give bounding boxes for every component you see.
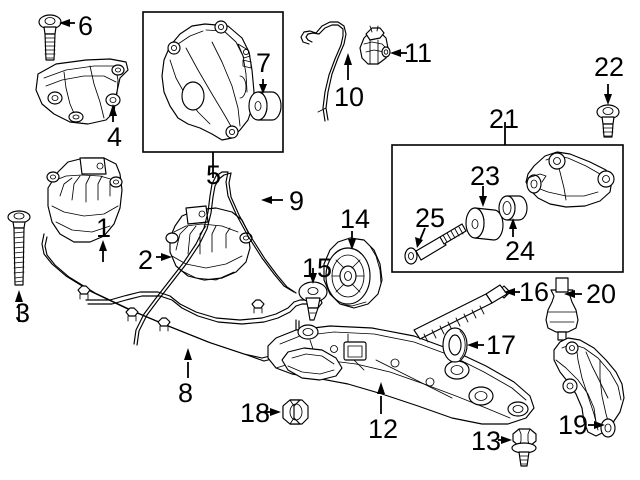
callout-label-8[interactable]: 8 bbox=[178, 378, 194, 408]
part-23-spacer-sleeve bbox=[465, 207, 504, 241]
callout-label-2[interactable]: 2 bbox=[138, 245, 154, 275]
part-11-vacuum-solenoid-valve bbox=[359, 25, 391, 65]
arrowhead-18 bbox=[270, 408, 281, 416]
callout-label-3[interactable]: 3 bbox=[15, 298, 31, 328]
arrowhead-15 bbox=[309, 273, 317, 284]
part-4-support-bracket-left bbox=[35, 58, 129, 125]
callout-label-16[interactable]: 16 bbox=[519, 277, 550, 307]
arrowhead-6 bbox=[59, 19, 70, 27]
part-22-collar-screw bbox=[596, 104, 620, 138]
arrowhead-23 bbox=[479, 196, 487, 207]
part-5-engine-support-bracket bbox=[161, 20, 255, 141]
arrowhead-11 bbox=[390, 49, 401, 57]
part-14-transmission-mount-bushing bbox=[323, 237, 383, 309]
arrowhead-3 bbox=[15, 290, 23, 302]
group-box-21 bbox=[391, 144, 624, 273]
part-19-support-bracket-right bbox=[553, 337, 625, 438]
part-17-washer bbox=[442, 327, 468, 363]
arrowhead-1 bbox=[99, 240, 107, 251]
callout-label-11[interactable]: 11 bbox=[404, 38, 433, 68]
part-21-mount-bracket bbox=[525, 151, 615, 208]
part-7-bushing-spacer bbox=[248, 91, 282, 121]
part-1-engine-mount-left bbox=[46, 157, 123, 243]
part-18-hex-nut bbox=[282, 399, 309, 425]
callout-label-10[interactable]: 10 bbox=[334, 82, 365, 112]
part-25-asa-bolt bbox=[404, 223, 467, 265]
callout-label-6[interactable]: 6 bbox=[78, 11, 94, 41]
arrowhead-2 bbox=[161, 253, 172, 261]
callout-label-23[interactable]: 23 bbox=[470, 161, 501, 191]
callout-label-25[interactable]: 25 bbox=[415, 203, 446, 233]
callout-label-9[interactable]: 9 bbox=[289, 186, 305, 216]
callout-label-5[interactable]: 5 bbox=[206, 160, 222, 190]
part-20-rubber-mount-buffer bbox=[545, 277, 579, 341]
arrowhead-20 bbox=[564, 290, 575, 298]
callout-label-19[interactable]: 19 bbox=[558, 410, 589, 440]
callout-label-7[interactable]: 7 bbox=[256, 48, 272, 78]
callout-label-17[interactable]: 17 bbox=[486, 330, 517, 360]
arrowhead-16 bbox=[504, 288, 515, 296]
arrowhead-14 bbox=[348, 239, 356, 250]
part-15-rubber-stop-buffer bbox=[298, 281, 328, 321]
part-2-engine-mount-right bbox=[165, 205, 253, 281]
part-3-long-bolt bbox=[7, 210, 31, 286]
callout-label-1[interactable]: 1 bbox=[96, 213, 112, 243]
arrowhead-24 bbox=[509, 218, 517, 229]
callout-label-4[interactable]: 4 bbox=[107, 122, 123, 152]
part-24-bushing-ring bbox=[498, 195, 528, 221]
arrowhead-22 bbox=[604, 94, 612, 105]
callout-label-18[interactable]: 18 bbox=[240, 398, 271, 428]
callout-label-21[interactable]: 21 bbox=[489, 104, 520, 134]
part-9-vacuum-line bbox=[133, 171, 297, 346]
arrowhead-25 bbox=[415, 237, 423, 248]
callout-label-15[interactable]: 15 bbox=[302, 253, 333, 283]
arrowhead-4 bbox=[109, 104, 117, 116]
callout-label-12[interactable]: 12 bbox=[368, 414, 399, 444]
arrowhead-17 bbox=[467, 341, 478, 349]
part-12-transmission-crossmember bbox=[267, 324, 535, 425]
part-10-vacuum-hose bbox=[300, 21, 347, 122]
arrowhead-13 bbox=[501, 436, 512, 444]
part-6-flange-bolt bbox=[38, 14, 62, 61]
callout-label-13[interactable]: 13 bbox=[471, 426, 502, 456]
arrowhead-9 bbox=[261, 196, 272, 204]
arrowhead-7 bbox=[259, 84, 267, 94]
callout-label-24[interactable]: 24 bbox=[505, 236, 536, 266]
arrowhead-19 bbox=[594, 421, 605, 429]
callout-label-14[interactable]: 14 bbox=[340, 204, 371, 234]
callout-label-20[interactable]: 20 bbox=[586, 279, 617, 309]
callout-label-22[interactable]: 22 bbox=[594, 52, 625, 82]
arrowhead-12 bbox=[377, 382, 385, 394]
arrowhead-8 bbox=[184, 348, 192, 360]
part-13-hex-flange-bolt bbox=[511, 428, 537, 467]
leader-25 bbox=[419, 227, 426, 241]
arrowhead-10 bbox=[344, 53, 352, 65]
